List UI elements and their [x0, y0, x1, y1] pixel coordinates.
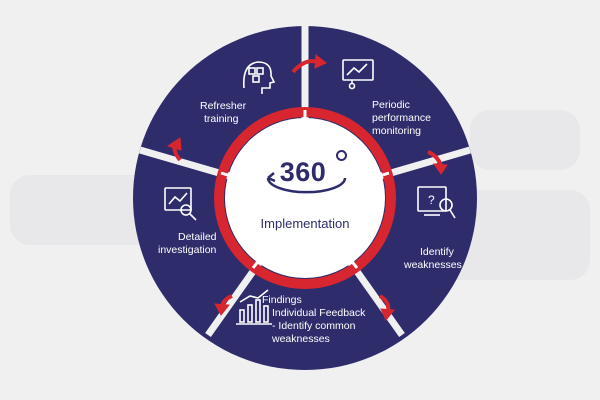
- center-disc: [225, 118, 385, 278]
- arrow-top: [291, 54, 327, 74]
- head-puzzle-icon: [242, 61, 276, 94]
- ring-ticks: [220, 110, 390, 269]
- label-line: weaknesses: [272, 333, 330, 345]
- segment-label-monitoring: Periodic performance monitoring: [372, 99, 431, 138]
- label-line: Periodic: [372, 99, 410, 111]
- presentation-board-icon: [342, 59, 374, 90]
- question-screen-icon: ?: [417, 186, 456, 219]
- arrow-right: [427, 150, 448, 175]
- arrow-bottom-left: [214, 294, 233, 316]
- center-number: 360: [279, 157, 327, 187]
- label-line: Refresher: [200, 100, 247, 112]
- center-label: Implementation: [260, 216, 350, 231]
- degree-symbol: [336, 150, 347, 161]
- arrow-bottom-right: [378, 294, 395, 321]
- label-line: training: [204, 113, 239, 125]
- segment-label-weaknesses: Identify weaknesses: [404, 246, 462, 272]
- label-line: Identify: [420, 246, 454, 258]
- segment-label-training: Refresher training: [200, 100, 246, 126]
- rotation-arc: [266, 177, 347, 194]
- segment-label-investigation: Detailed investigation: [158, 231, 217, 257]
- label-line: monitoring: [372, 125, 422, 137]
- label-line: investigation: [158, 244, 217, 256]
- svg-text:?: ?: [428, 193, 435, 207]
- segment-label-findings: Findings Individual Feedback - Identify …: [252, 294, 365, 346]
- magnifier-chart-icon: [164, 187, 197, 221]
- label-line: - Identify common: [272, 320, 356, 332]
- flow-arrows: [166, 54, 448, 321]
- label-line: Individual Feedback: [272, 307, 366, 319]
- world-map-background: [10, 110, 590, 280]
- rotation-arrowhead: [267, 172, 276, 183]
- growth-chart-icon: [236, 289, 272, 325]
- label-line: Detailed: [178, 231, 217, 243]
- arrow-left: [166, 137, 182, 162]
- label-line: weaknesses: [404, 259, 462, 271]
- label-line: performance: [372, 112, 431, 124]
- label-line: Findings: [262, 294, 302, 306]
